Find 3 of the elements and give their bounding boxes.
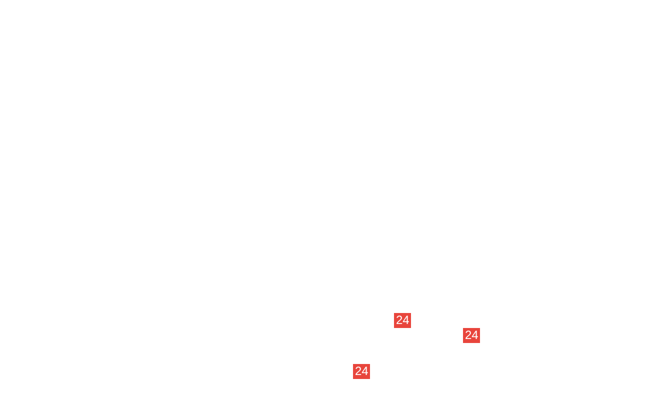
number-badge: 24 xyxy=(394,313,412,328)
number-badge: 24 xyxy=(463,328,480,343)
number-badge: 24 xyxy=(353,364,370,379)
